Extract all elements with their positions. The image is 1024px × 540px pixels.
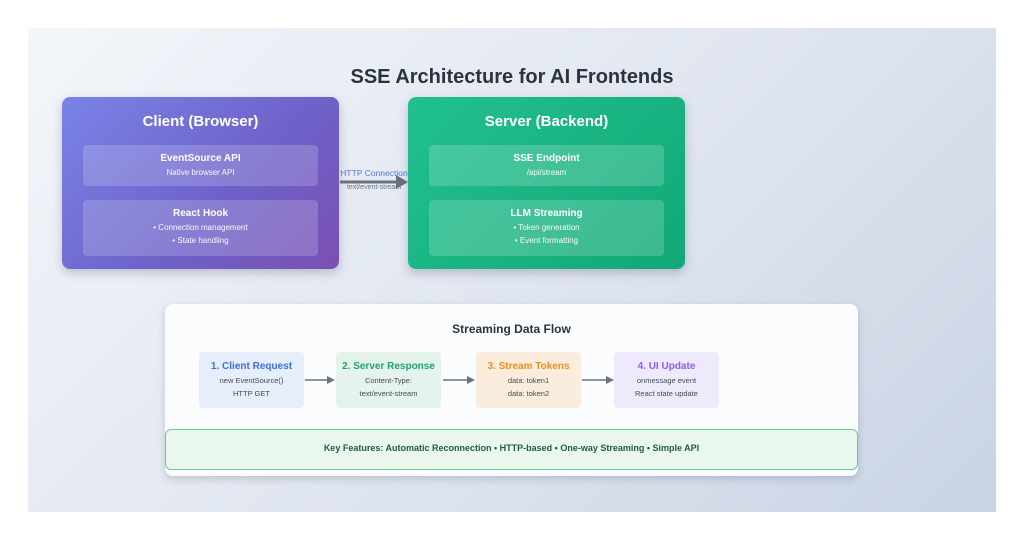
llm-streaming-box: LLM Streaming • Token generation • Event… [429,200,664,256]
llm-streaming-line2: • Event formatting [514,236,579,245]
step-line: text/event-stream [359,389,418,398]
flow-step-ui-update: 4. UI Update onmessage event React state… [614,352,719,408]
step-line: data: token2 [507,389,550,398]
key-features-box: Key Features: Automatic Reconnection • H… [165,429,858,470]
sse-endpoint-box: SSE Endpoint /api/stream [429,145,664,186]
step-line: HTTP GET [233,389,270,398]
step-line: Content-Type: [364,376,413,385]
step-title: 3. Stream Tokens [487,361,570,372]
client-title: Client (Browser) [142,113,259,130]
react-hook-line2: • State handling [172,236,229,245]
server-title: Server (Backend) [484,113,609,130]
step-line: React state update [635,389,698,398]
react-hook-box: React Hook • Connection management • Sta… [83,200,318,256]
react-hook-title: React Hook [172,208,228,219]
server-box: Server (Backend) SSE Endpoint /api/strea… [408,97,685,269]
step-line: onmessage event [636,376,697,385]
eventsource-api-box: EventSource API Native browser API [83,145,318,186]
connection-sub: text/event-stream [346,184,402,191]
step-line: new EventSource() [219,376,284,385]
diagram-title: SSE Architecture for AI Frontends [350,66,674,88]
flow-title: Streaming Data Flow [452,322,571,336]
client-box: Client (Browser) EventSource API Native … [62,97,339,269]
react-hook-line1: • Connection management [153,223,248,232]
eventsource-title: EventSource API [160,153,241,164]
step-title: 4. UI Update [637,361,696,372]
llm-streaming-line1: • Token generation [513,223,580,232]
connection-arrow [340,175,408,189]
connection-label: HTTP Connection [340,168,408,178]
eventsource-desc: Native browser API [166,168,235,177]
flow-arrow-3 [582,376,614,384]
llm-streaming-title: LLM Streaming [510,208,583,219]
diagram-canvas: SSE Architecture for AI Frontends Client… [28,28,996,512]
flow-arrow-1 [305,376,335,384]
streaming-flow-panel: Streaming Data Flow 1. Client Request ne… [165,304,858,476]
step-title: 2. Server Response [342,361,435,372]
flow-step-stream-tokens: 3. Stream Tokens data: token1 data: toke… [476,352,581,408]
flow-step-client-request: 1. Client Request new EventSource() HTTP… [199,352,304,408]
step-title: 1. Client Request [210,361,293,372]
flow-arrow-2 [443,376,475,384]
sse-endpoint-desc: /api/stream [526,168,567,177]
flow-step-server-response: 2. Server Response Content-Type: text/ev… [336,352,441,408]
sse-endpoint-title: SSE Endpoint [513,153,580,164]
step-line: data: token1 [507,376,550,385]
key-features-text: Key Features: Automatic Reconnection • H… [323,443,700,453]
